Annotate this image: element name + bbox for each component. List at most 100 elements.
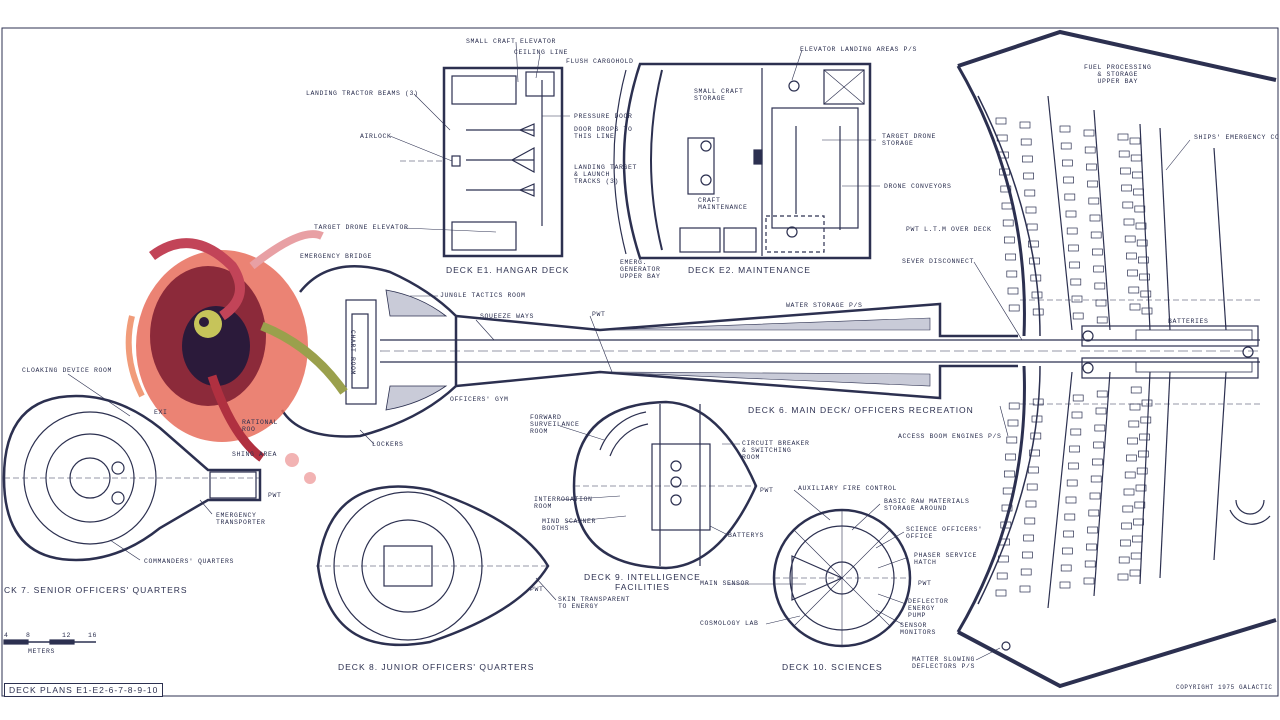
seat (1006, 436, 1018, 444)
label-circuit-breaker: CIRCUIT BREAKER & SWITCHING ROOM (742, 440, 810, 461)
seat (1124, 235, 1136, 243)
label-main-sensor: MAIN SENSOR (700, 580, 750, 587)
deck-7-title: CK 7. SENIOR OFFICERS' QUARTERS (4, 585, 188, 595)
label-pwt-ltm: PWT L.T.M OVER DECK (906, 226, 992, 233)
seat (1120, 539, 1131, 547)
seat (1007, 419, 1019, 427)
label-drone-conveyors: DRONE CONVEYORS (884, 183, 952, 190)
label-auxiliary-fire: AUXILIARY FIRE CONTROL (798, 485, 898, 492)
seat (1121, 184, 1132, 192)
seat (1124, 471, 1136, 479)
seat (1120, 167, 1131, 175)
seat (1022, 551, 1033, 559)
seat (1072, 394, 1084, 402)
label-flush-cargohold: FLUSH CARGOHOLD (566, 58, 634, 65)
label-batterys: BATTERYS (728, 532, 765, 539)
seat (1031, 415, 1043, 423)
seat (1121, 522, 1132, 530)
seat (1094, 424, 1106, 432)
seat (1084, 560, 1096, 568)
seat (1122, 505, 1134, 513)
seat (1135, 222, 1147, 230)
deck-9-plan (572, 400, 758, 570)
label-fuel-processing: FUEL PROCESSING & STORAGE UPPER BAY (1084, 64, 1152, 85)
seat (1008, 304, 1020, 312)
seat (1083, 577, 1095, 585)
seat (995, 589, 1007, 597)
label-access-boom: ACCESS BOOM ENGINES P/S (898, 433, 1002, 440)
seat (1129, 403, 1141, 411)
seat (1129, 137, 1141, 145)
seat (1089, 492, 1101, 500)
seat (1134, 205, 1146, 213)
label-target-drone-elevator: TARGET DRONE ELEVATOR (314, 224, 409, 231)
seat (1068, 462, 1079, 470)
seat (1068, 244, 1079, 252)
label-pressure-door: PRESSURE DOOR (574, 113, 633, 120)
seat (1123, 218, 1135, 226)
deck-e2-title: DECK E2. MAINTENANCE (688, 265, 811, 275)
seat (1023, 172, 1034, 180)
seat (1025, 500, 1037, 508)
seat (1072, 312, 1084, 320)
label-basic-raw: BASIC RAW MATERIALS STORAGE AROUND (884, 498, 970, 512)
seat (1139, 273, 1150, 281)
seat (1086, 163, 1097, 171)
label-commanders-quarters: COMMANDERS' QUARTERS (144, 558, 235, 565)
seat (1008, 402, 1020, 410)
seat (995, 117, 1007, 125)
seat (1141, 399, 1153, 407)
label-cloaking-device: CLOAKING DEVICE ROOM (22, 367, 113, 374)
deck-7-plan (2, 394, 262, 562)
label-door-drops: DOOR DROPS TO THIS LINE (574, 126, 633, 140)
label-small-craft-storage: SMALL CRAFT STORAGE (694, 88, 744, 102)
label-emergency-bridge: EMERGENCY BRIDGE (300, 253, 373, 260)
seat (1139, 433, 1150, 441)
scale-tick-0: 4 (4, 632, 9, 639)
deck-10-plan (772, 508, 912, 648)
seat (1140, 290, 1152, 298)
label-small-craft-elevator: SMALL CRAFT ELEVATOR (466, 38, 557, 45)
label-exit: EXI (154, 409, 168, 416)
seat (1090, 475, 1102, 483)
label-phaser-service: PHASER SERVICE HATCH (914, 552, 978, 566)
seat (1089, 214, 1101, 222)
seat (1064, 513, 1076, 521)
seat (1002, 219, 1014, 227)
seat (1006, 270, 1018, 278)
seat (1141, 307, 1153, 315)
seat (1122, 201, 1134, 209)
leader-lines (67, 41, 1191, 661)
label-landing-target: LANDING TARGET & LAUNCH TRACKS (3) (574, 164, 638, 185)
scale-tick-2: 12 (62, 632, 72, 639)
seat (1133, 518, 1144, 526)
seat (1024, 189, 1036, 197)
label-mind-scanner: MIND SCANNER BOOTHS (542, 518, 597, 532)
seat (1136, 239, 1148, 247)
scale-bar (3, 639, 96, 645)
seat (1060, 564, 1072, 572)
scale-tick-1: 8 (26, 632, 31, 639)
seat (1001, 504, 1013, 512)
label-pwt-deck8: PWT (530, 586, 544, 593)
seat (998, 555, 1009, 563)
seat (1024, 517, 1036, 525)
seat (1130, 552, 1142, 560)
seat (1123, 488, 1135, 496)
label-squeeze-ways: SQUEEZE WAYS (480, 313, 535, 320)
seat (1133, 188, 1144, 196)
seat (1026, 483, 1038, 491)
seat (1088, 197, 1100, 205)
seat (1005, 253, 1016, 261)
seat (1004, 236, 1015, 244)
label-deflector-energy: DEFLECTOR ENERGY PUMP (908, 598, 949, 619)
label-matter-slowing: MATTER SLOWING DEFLECTORS P/S (912, 656, 976, 670)
seat (1092, 458, 1103, 466)
label-interrogation: INTERROGATION ROOM (534, 496, 593, 510)
seat (1129, 569, 1141, 577)
label-emergency-transporter: EMERGENCY TRANSPORTER (216, 512, 266, 526)
seat (1005, 453, 1016, 461)
seat (1030, 432, 1042, 440)
deck-e1-plan (400, 66, 564, 258)
